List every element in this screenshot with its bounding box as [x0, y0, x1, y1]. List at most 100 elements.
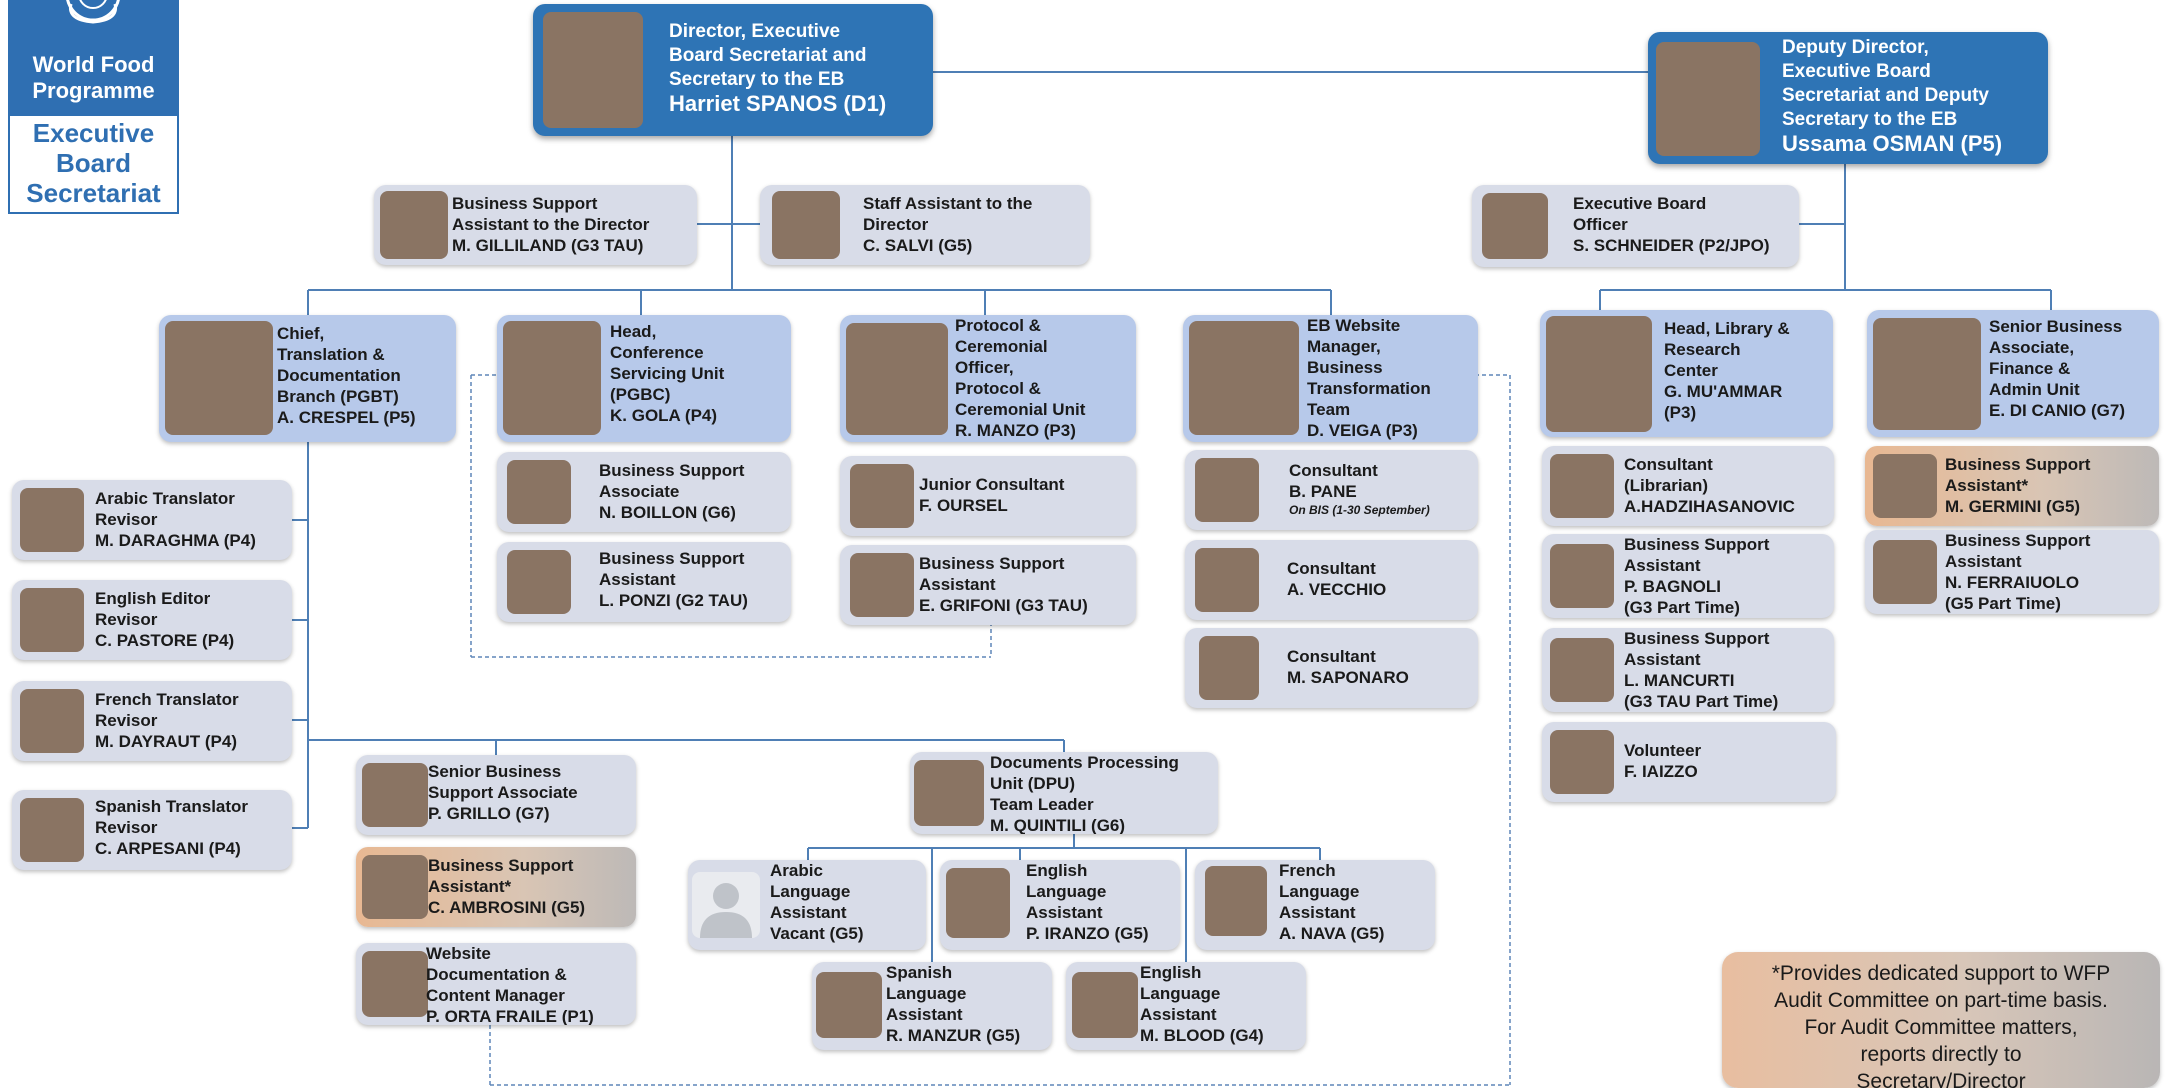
- staff-info: Consultant B. PANE On BIS (1-30 Septembe…: [1289, 460, 1430, 518]
- logo-unit-panel: Executive Board Secretariat: [8, 116, 179, 214]
- text-line: Consultant: [1287, 647, 1376, 666]
- text-line: Vacant (G5): [770, 924, 864, 943]
- text-line: Consultant: [1624, 455, 1713, 474]
- text-line: French: [1279, 861, 1336, 880]
- text-line: Branch (PGBT): [277, 387, 399, 406]
- staff-box-pane: Consultant B. PANE On BIS (1-30 Septembe…: [1185, 450, 1478, 530]
- text-line: S. SCHNEIDER (P2/JPO): [1573, 236, 1770, 255]
- text-line: L. PONZI (G2 TAU): [599, 591, 748, 610]
- note-line: reports directly to: [1860, 1043, 2022, 1066]
- person-placeholder-icon: [700, 883, 752, 938]
- wfp-logo: World Food Programme Executive Board Sec…: [8, 0, 179, 214]
- text-line: Senior Business: [428, 762, 562, 781]
- logo-unit-line: Board: [55, 148, 132, 178]
- text-line: Head, Library &: [1664, 319, 1790, 338]
- staff-photo: [1550, 638, 1614, 702]
- text-line: Business Support: [919, 554, 1065, 573]
- logo-org-line: World Food: [32, 52, 155, 77]
- text-line: M. QUINTILI (G6): [990, 816, 1126, 834]
- staff-info: EB Website Manager, Business Transformat…: [1307, 315, 1431, 441]
- text-line: R. MANZUR (G5): [886, 1026, 1021, 1045]
- text-line: Revisor: [95, 711, 158, 730]
- text-line: Research: [1664, 340, 1741, 359]
- logo-org-line: Programme: [32, 78, 155, 103]
- text-line: Assistant: [1279, 903, 1356, 922]
- text-line: N. FERRAIUOLO: [1945, 573, 2080, 592]
- staff-name: Harriet SPANOS (D1): [669, 91, 887, 116]
- text-line: Assistant: [1026, 903, 1103, 922]
- staff-box-grifoni: Business Support Assistant E. GRIFONI (G…: [840, 545, 1136, 625]
- staff-box-arpesani: Spanish Translator Revisor C. ARPESANI (…: [12, 790, 292, 870]
- text-line: Staff Assistant to the: [863, 194, 1033, 213]
- staff-info: English Language Assistant P. IRANZO (G5…: [1026, 860, 1148, 944]
- staff-photo: [1550, 454, 1614, 518]
- staff-box-blood: English Language Assistant M. BLOOD (G4): [1066, 962, 1306, 1050]
- staff-box-ambrosini: Business Support Assistant* C. AMBROSINI…: [356, 847, 636, 927]
- staff-photo: [846, 323, 948, 435]
- staff-name: A. CRESPEL (P5): [277, 408, 416, 427]
- staff-info: Head, Conference Servicing Unit (PGBC) K…: [610, 321, 724, 426]
- text-line: Associate: [599, 482, 680, 501]
- text-line: Assistant: [1624, 650, 1701, 669]
- text-line: Assistant*: [428, 877, 512, 896]
- staff-name: E. DI CANIO (G7): [1989, 401, 2126, 420]
- text-line: Business Support: [1624, 535, 1770, 554]
- text-line: Assistant to the Director: [452, 215, 650, 234]
- staff-info: Spanish Translator Revisor C. ARPESANI (…: [95, 796, 248, 859]
- note-text: *Provides dedicated support to WFP Audit…: [1722, 960, 2160, 1088]
- staff-info: Director, Executive Board Secretariat an…: [669, 20, 886, 116]
- staff-name: K. GOLA (P4): [610, 406, 718, 425]
- staff-photo: [507, 550, 571, 614]
- text-line: M. SAPONARO: [1287, 668, 1409, 687]
- staff-box-schneider: Executive Board Officer S. SCHNEIDER (P2…: [1472, 185, 1799, 267]
- text-line: (G3 TAU Part Time): [1624, 692, 1779, 711]
- vacant-photo-placeholder: [692, 872, 760, 938]
- staff-info: Spanish Language Assistant R. MANZUR (G5…: [886, 962, 1020, 1046]
- text-line: On BIS (1-30 September): [1289, 503, 1430, 517]
- staff-photo: [1546, 316, 1652, 432]
- staff-photo: [772, 191, 840, 259]
- text-line: M. GERMINI (G5): [1945, 497, 2081, 516]
- text-line: Junior Consultant: [919, 475, 1065, 494]
- staff-photo: [1873, 454, 1937, 518]
- text-line: Director, Executive: [669, 21, 841, 42]
- un-emblem-icon: [66, 0, 120, 24]
- text-line: English Editor: [95, 589, 211, 608]
- staff-info: Arabic Translator Revisor M. DARAGHMA (P…: [95, 488, 256, 551]
- text-line: Spanish: [886, 963, 953, 982]
- text-line: Language: [770, 882, 851, 901]
- staff-info: Arabic Language Assistant Vacant (G5): [770, 860, 864, 944]
- text-line: Revisor: [95, 510, 158, 529]
- text-line: Assistant: [599, 570, 676, 589]
- text-line: M. DAYRAUT (P4): [95, 732, 237, 751]
- staff-box-boillon: Business Support Associate N. BOILLON (G…: [497, 452, 791, 532]
- staff-box-saponaro: Consultant M. SAPONARO: [1185, 628, 1478, 708]
- staff-box-quintili: Documents Processing Unit (DPU) Team Lea…: [910, 752, 1218, 834]
- text-line: Admin Unit: [1989, 380, 2080, 399]
- text-line: Executive Board: [1573, 194, 1707, 213]
- staff-info: Business Support Assistant L. MANCURTI (…: [1624, 628, 1778, 712]
- staff-box-veiga: EB Website Manager, Business Transformat…: [1183, 315, 1478, 442]
- staff-info: Business Support Assistant* C. AMBROSINI…: [428, 855, 585, 918]
- staff-info: Business Support Assistant L. PONZI (G2 …: [599, 548, 748, 611]
- text-line: Website: [426, 944, 491, 963]
- text-line: Language: [1279, 882, 1360, 901]
- staff-photo: [1873, 540, 1937, 604]
- staff-box-pastore: English Editor Revisor C. PASTORE (P4): [12, 580, 292, 660]
- text-line: M. DARAGHMA (P4): [95, 531, 256, 550]
- text-line: Team: [1307, 400, 1351, 419]
- staff-info: English Language Assistant M. BLOOD (G4): [1140, 962, 1264, 1046]
- staff-photo: [816, 972, 882, 1038]
- text-line: Business Support: [1945, 455, 2091, 474]
- staff-box-ferraiuolo: Business Support Assistant N. FERRAIUOLO…: [1865, 530, 2159, 614]
- staff-info: Documents Processing Unit (DPU) Team Lea…: [990, 752, 1179, 834]
- text-line: Deputy Director,: [1782, 37, 1929, 58]
- text-line: Unit (DPU): [990, 774, 1075, 793]
- text-line: (PGBC): [610, 385, 671, 404]
- text-line: Protocol &: [955, 316, 1041, 335]
- text-line: Language: [1026, 882, 1107, 901]
- text-line: Assistant: [770, 903, 847, 922]
- staff-photo: [507, 460, 571, 524]
- director-box: Director, Executive Board Secretariat an…: [533, 4, 933, 136]
- text-line: Head,: [610, 322, 657, 341]
